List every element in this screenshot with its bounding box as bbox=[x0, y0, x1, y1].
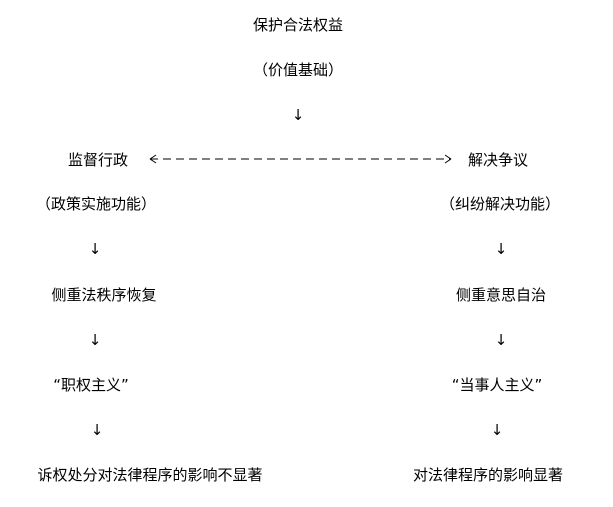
right-down-arrow-icon-1: ↓ bbox=[494, 240, 508, 258]
connector-right-arrowhead-icon-top bbox=[444, 154, 452, 160]
connector-left-arrowhead-icon-top bbox=[149, 154, 157, 160]
left-effect: 诉权处分对法律程序的影响不显著 bbox=[37, 466, 263, 484]
left-down-arrow-icon-3: ↓ bbox=[90, 421, 104, 439]
left-down-arrow-icon-1: ↓ bbox=[88, 240, 102, 258]
left-down-arrow-icon-2: ↓ bbox=[88, 331, 102, 349]
right-emphasis: 侧重意思自治 bbox=[455, 286, 547, 304]
root-down-arrow-icon: ↓ bbox=[291, 106, 305, 124]
right-down-arrow-icon-3: ↓ bbox=[490, 421, 504, 439]
root-title: 保护合法权益 bbox=[252, 16, 344, 34]
right-principle: “当事人主义” bbox=[451, 376, 543, 394]
right-title: 解决争议 bbox=[467, 151, 529, 169]
connector-left-arrowhead-icon-bottom bbox=[149, 158, 157, 164]
right-down-arrow-icon-2: ↓ bbox=[494, 331, 508, 349]
right-subtitle: （纠纷解决功能） bbox=[439, 195, 561, 213]
left-principle: “职权主义” bbox=[53, 376, 129, 394]
left-subtitle: （政策实施功能） bbox=[35, 195, 157, 213]
root-subtitle: （价值基础） bbox=[252, 61, 344, 79]
connector-right-arrowhead-icon-bottom bbox=[444, 158, 452, 164]
right-effect: 对法律程序的影响显著 bbox=[412, 466, 564, 484]
left-emphasis: 侧重法秩序恢复 bbox=[51, 286, 157, 304]
left-title: 监督行政 bbox=[67, 151, 129, 169]
